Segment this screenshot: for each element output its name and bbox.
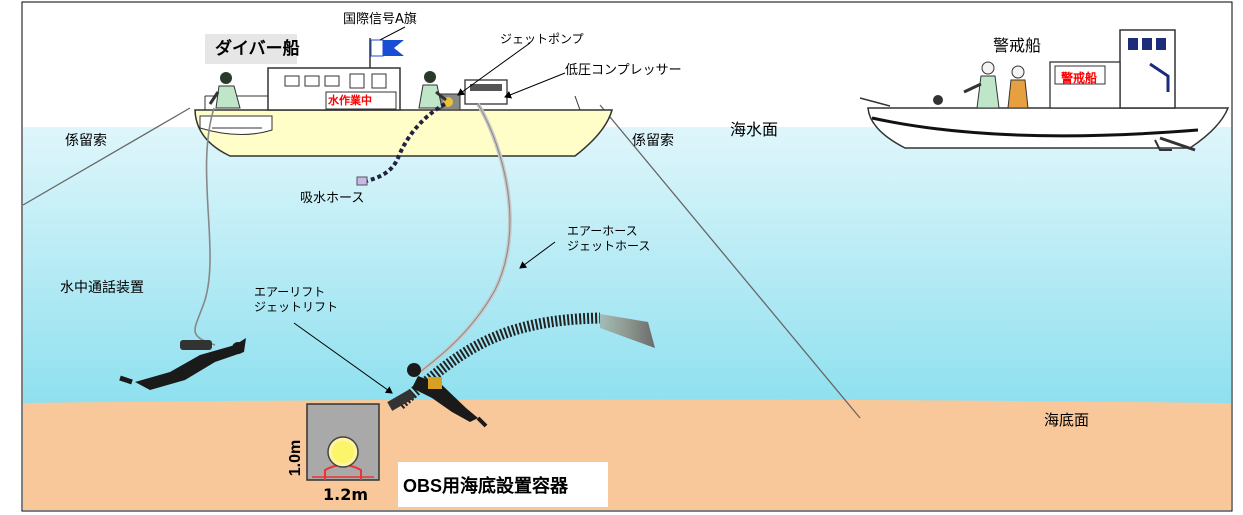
diver-boat-title-bg [205, 34, 297, 64]
guard-boat-sign: 警戒船 [1061, 71, 1098, 85]
leader-air-lift [293, 322, 393, 394]
diver-left [119, 338, 246, 390]
leader-compressor [504, 72, 566, 99]
intake-hose [361, 102, 446, 184]
width-dimension: 1.2m [323, 485, 369, 504]
signal-flag-label: 国際信号A旗 [343, 12, 417, 27]
crew-member-stern [208, 72, 241, 109]
mooring-rope-right [599, 104, 861, 419]
sea-surface-label: 海水面 [730, 120, 779, 139]
compressor-label: 低圧コンプレッサー [565, 63, 682, 78]
sediment-plume [600, 314, 655, 348]
working-sign [325, 91, 397, 110]
mooring-rope-left [22, 107, 191, 206]
jet-lift-label: ジェットリフト [254, 300, 339, 314]
diver-boat-label: ダイバー船 [215, 39, 300, 59]
lift-nozzle [387, 389, 415, 411]
crew-member-pump [418, 71, 447, 109]
seabed-label: 海底面 [1044, 411, 1090, 429]
jet-hose-label: ジェットホース [567, 239, 651, 253]
intake-hose-label: 吸水ホース [300, 191, 365, 206]
container-caption: OBS用海底設置容器 [403, 476, 569, 496]
comm-cable [194, 107, 216, 346]
diver-boat [194, 38, 613, 157]
guard-boat-label: 警戒船 [993, 36, 1042, 55]
mooring-label-right: 係留索 [632, 133, 674, 149]
working-sign-text: 水作業中 [328, 94, 372, 107]
leader-air-hose [519, 241, 556, 269]
guard-crew-2 [1007, 65, 1029, 109]
air-lift-label: エアーリフト [254, 285, 326, 299]
leader-flag [379, 26, 406, 41]
compressor-unit [464, 79, 508, 105]
air-hose-label: エアーホース [567, 224, 638, 238]
mooring-label-left: 係留索 [65, 133, 107, 149]
guard-crew-1 [963, 61, 1000, 109]
diver-right [407, 363, 488, 428]
dim-height: 1.0m [287, 440, 304, 476]
underwater-comm-label: 水中通話装置 [60, 280, 144, 296]
jet-pump-label: ジェットポンプ [500, 32, 584, 46]
obs-container [306, 403, 380, 481]
guard-boat [859, 29, 1230, 152]
leader-jet-pump [457, 42, 531, 96]
container-caption-box [398, 462, 608, 507]
